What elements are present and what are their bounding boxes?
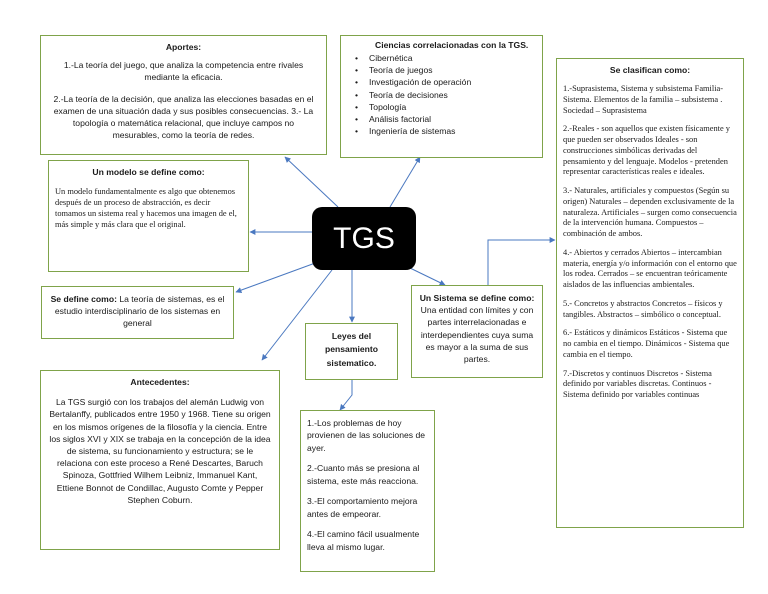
define-text: La teoría de sistemas, es el estudio int…: [54, 294, 225, 329]
aportes-box: Aportes: 1.-La teoría del juego, que ana…: [40, 35, 327, 155]
ley-item: 3.-El comportamiento mejora antes de emp…: [307, 496, 418, 519]
antecedentes-box: Antecedentes: La TGS surgió con los trab…: [40, 370, 280, 550]
antecedentes-title: Antecedentes:: [130, 377, 190, 387]
ciencias-box: Ciencias correlacionadas con la TGS. •Ci…: [340, 35, 543, 158]
clasifican-item: 2.-Reales - son aquellos que existen fís…: [563, 124, 730, 177]
ciencias-item: •Teoría de decisiones: [355, 89, 448, 100]
modelo-box: Un modelo se define como: Un modelo fund…: [48, 160, 249, 272]
ciencias-item: •Cibernética: [355, 52, 413, 63]
aportes-text-2: 2.-La teoría de la decisión, que analiza…: [53, 93, 314, 141]
define-box: Se define como: La teoría de sistemas, e…: [41, 286, 234, 339]
arrow-to-aportes: [284, 156, 339, 208]
ley-item: 2.-Cuanto más se presiona al sistema, es…: [307, 463, 420, 486]
ley-item: 1.-Los problemas de hoy provienen de las…: [307, 418, 426, 453]
arrow-to-ciencias: [389, 156, 421, 208]
leyes-box: Leyes del pensamiento sistematico.: [305, 323, 398, 380]
arrow-to-define: [235, 261, 319, 293]
antecedentes-text: La TGS surgió con los trabajos del alemá…: [49, 397, 271, 505]
clasifican-item: 3.- Naturales, artificiales y compuestos…: [563, 186, 737, 239]
ciencias-list: •Cibernética •Teoría de juegos •Investig…: [355, 52, 532, 137]
ciencias-item: •Investigación de operación: [355, 77, 472, 88]
leyes-list-box: 1.-Los problemas de hoy provienen de las…: [300, 410, 435, 572]
clasifican-item: 7.-Discretos y continuos Discretos - Sis…: [563, 368, 712, 400]
ciencias-item: •Topología: [355, 101, 407, 112]
ciencias-title: Ciencias correlacionadas con la TGS.: [375, 40, 529, 50]
ciencias-item: •Teoría de juegos: [355, 65, 433, 76]
clasifican-item: 6.- Estáticos y dinámicos Estáticos - Si…: [563, 328, 730, 359]
arrow-to-leyes-list: [339, 380, 353, 411]
aportes-title: Aportes:: [165, 42, 202, 52]
clasifican-title: Se clasifican como:: [609, 65, 691, 75]
sistema-text: Una entidad con límites y con partes int…: [420, 305, 534, 365]
aportes-text-1: 1.-La teoría del juego, que analiza la c…: [63, 60, 304, 83]
ciencias-item: •Análisis factorial: [355, 113, 432, 124]
clasifican-item: 1.-Suprasistema, Sistema y subsistema Fa…: [563, 84, 724, 115]
define-label: Se define como:: [50, 294, 117, 304]
clasifican-box: Se clasifican como: 1.-Suprasistema, Sis…: [556, 58, 744, 528]
modelo-text: Un modelo fundamentalmente es algo que o…: [55, 187, 237, 230]
arrow-to-sistema: [409, 267, 446, 286]
arrow-to-clasifican: [487, 237, 556, 285]
modelo-title: Un modelo se define como:: [92, 167, 205, 177]
sistema-label: Un Sistema se define como:: [419, 293, 535, 303]
leyes-title: Leyes del pensamiento sistematico.: [324, 331, 378, 368]
clasifican-item: 4.- Abiertos y cerrados Abiertos – inter…: [563, 247, 737, 290]
ciencias-item: •Ingeniería de sistemas: [355, 126, 456, 137]
sistema-box: Un Sistema se define como: Una entidad c…: [411, 285, 543, 378]
clasifican-item: 5.- Concretos y abstractos Concretos – f…: [563, 298, 723, 319]
ley-item: 4.-El camino fácil usualmente lleva al m…: [307, 529, 420, 552]
arrow-to-antecedentes: [261, 269, 333, 361]
center-node-tgs: TGS: [312, 207, 416, 270]
